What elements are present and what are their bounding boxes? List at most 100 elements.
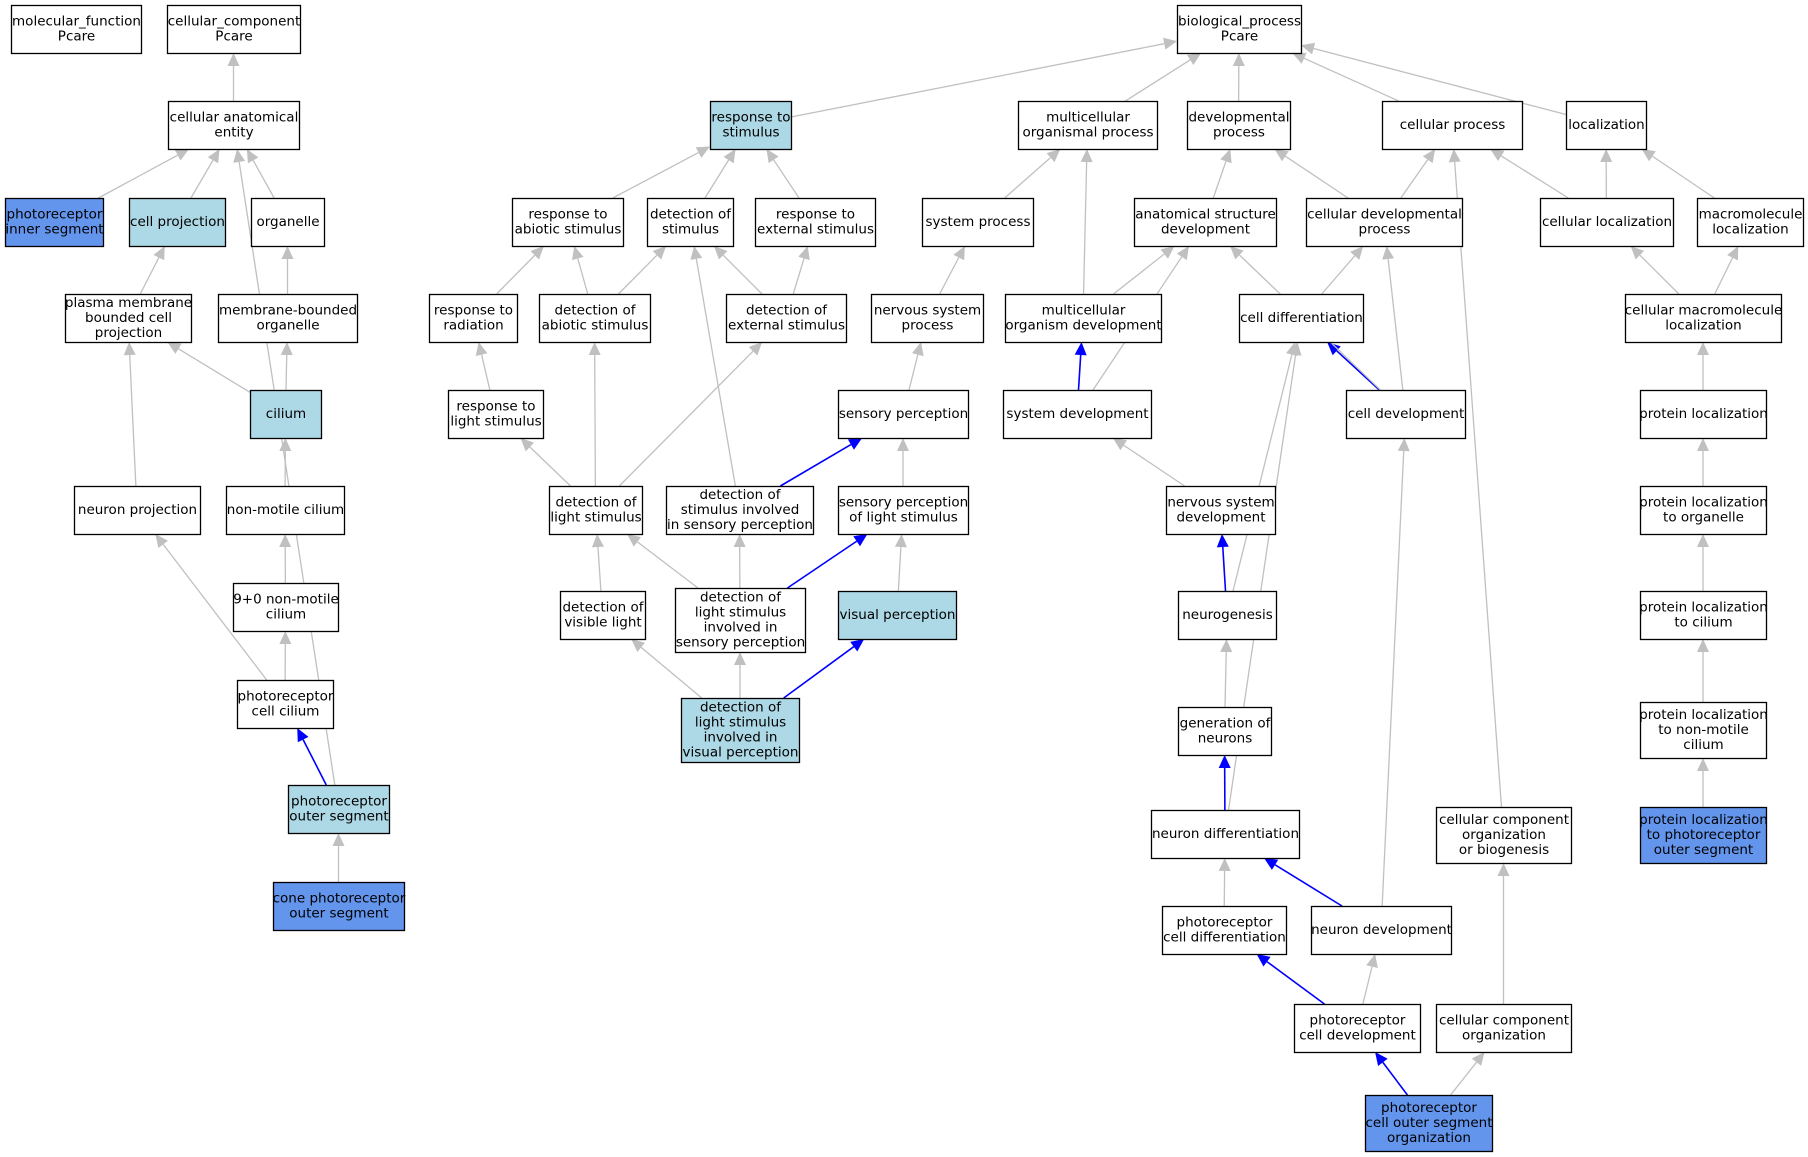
- edge-dolsisp-to-dols: [627, 534, 699, 589]
- go-term-ploc[interactable]: protein localization: [1639, 389, 1768, 440]
- edge-line: [1221, 546, 1227, 592]
- term-label-line: detection of: [700, 700, 782, 716]
- term-box: [1639, 485, 1768, 536]
- go-term-nproj[interactable]: neuron projection: [73, 485, 202, 536]
- arrowhead: [1160, 246, 1175, 259]
- term-label-line: cilium: [1683, 737, 1723, 753]
- go-term-cdiff[interactable]: cell differentiation: [1238, 293, 1365, 344]
- term-label-line: plasma membrane: [65, 295, 192, 311]
- term-label-line: cell outer segment: [1366, 1115, 1493, 1131]
- go-term-neurog[interactable]: neurogenesis: [1177, 590, 1278, 641]
- go-term-org[interactable]: organelle: [250, 197, 326, 248]
- arrowhead: [174, 149, 190, 161]
- go-term-loc[interactable]: localization: [1565, 100, 1648, 151]
- arrowhead: [1448, 149, 1461, 163]
- term-box: [680, 697, 801, 764]
- term-box: [1177, 590, 1278, 641]
- edge-cilium-to-pmbcp: [167, 342, 251, 393]
- edge-devp-to-bp: [1232, 53, 1245, 102]
- go-term-cloc[interactable]: cellular localization: [1539, 197, 1675, 248]
- go-term-celldev[interactable]: cell development: [1345, 389, 1467, 440]
- arrowhead: [227, 53, 240, 66]
- go-term-cilium[interactable]: cilium: [249, 389, 323, 440]
- term-label-line: organismal process: [1022, 125, 1153, 141]
- go-term-nmc[interactable]: non-motile cilium: [225, 485, 346, 536]
- go-term-ndev[interactable]: neuron development: [1310, 905, 1453, 956]
- term-label-line: to organelle: [1663, 510, 1744, 526]
- go-term-sysdev[interactable]: system development: [1002, 389, 1153, 440]
- term-label-line: cell development: [1348, 406, 1465, 422]
- edge-nsd-to-sysdev: [1112, 438, 1185, 487]
- go-term-sysp[interactable]: system process: [921, 197, 1035, 248]
- edge-line: [1387, 258, 1404, 391]
- edge-spols-to-sper: [897, 438, 909, 486]
- term-box: [1639, 389, 1768, 440]
- term-label-line: in sensory perception: [667, 517, 813, 533]
- go-term-vp[interactable]: visual perception: [837, 590, 958, 641]
- edge-line: [773, 159, 800, 199]
- go-term-cproj[interactable]: cell projection: [128, 197, 227, 248]
- term-label-line: protein localization: [1639, 406, 1768, 422]
- edge-doas-to-dos: [617, 246, 667, 295]
- term-label-line: bounded cell: [85, 310, 172, 326]
- go-term-ndiff[interactable]: neuron differentiation: [1150, 809, 1301, 860]
- edge-sysdev-to-mod: [1074, 342, 1087, 391]
- term-label-line: photoreceptor: [238, 689, 334, 705]
- arrowhead: [297, 728, 309, 743]
- arrowhead: [1641, 149, 1656, 162]
- go-term-sper[interactable]: sensory perception: [837, 389, 970, 440]
- term-label-line: stimulus: [722, 125, 779, 141]
- edge-nsp-to-sysp: [939, 246, 965, 295]
- arrowhead: [912, 342, 924, 357]
- edge-pltoo-to-ploc: [1697, 438, 1709, 486]
- term-label-line: outer segment: [289, 809, 388, 825]
- edge-line: [1212, 161, 1227, 199]
- edge-loc-to-bp: [1301, 42, 1567, 116]
- go-term-cellp[interactable]: cellular process: [1381, 100, 1524, 151]
